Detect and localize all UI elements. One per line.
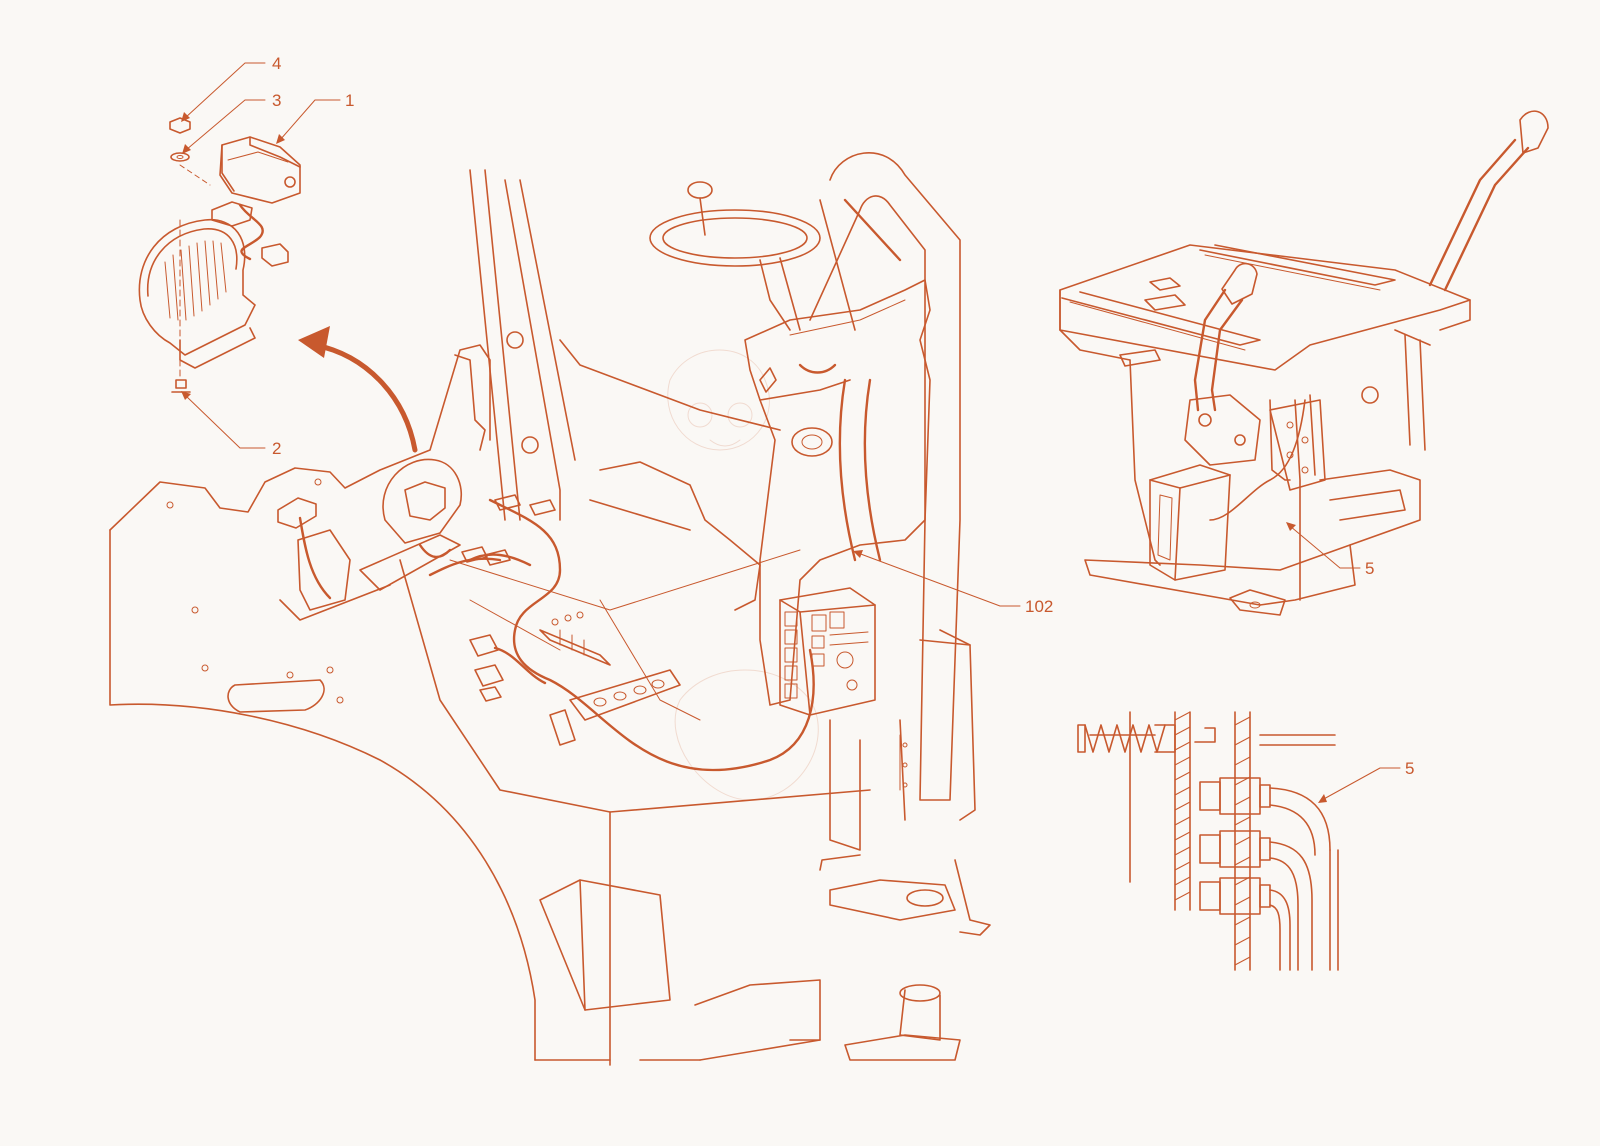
relay-board (779, 587, 876, 716)
horn-assembly (138, 117, 301, 393)
direction-arrow (298, 326, 418, 453)
callout-label-5-seat: 5 (1365, 559, 1374, 578)
side-bracket (277, 497, 391, 621)
mounted-horn (359, 458, 462, 591)
wire-harness (428, 494, 815, 772)
callout-label-5-detail: 5 (1405, 759, 1414, 778)
seat-base-assembly (1059, 110, 1549, 616)
callout-label-1: 1 (345, 91, 354, 110)
cab-frame (109, 169, 871, 1066)
steering-column (649, 152, 991, 1061)
callout-label-3: 3 (272, 91, 281, 110)
callout-label-102: 102 (1025, 597, 1053, 616)
callout-label-2: 2 (272, 439, 281, 458)
watermark-mascot (667, 349, 819, 801)
detail-inset (1077, 711, 1339, 971)
callout-labels: 4 3 1 2 102 5 5 (272, 54, 1414, 778)
callout-leaders (181, 62, 1401, 803)
callout-label-4: 4 (272, 54, 281, 73)
